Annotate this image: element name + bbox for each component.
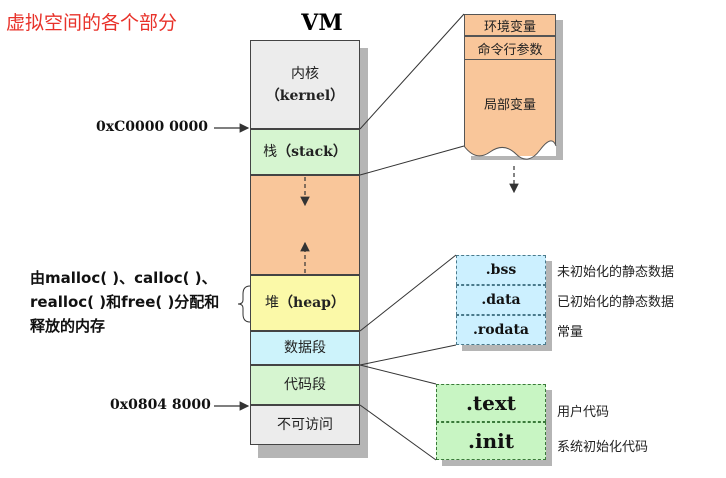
data-connector-bottom [359, 344, 457, 366]
segment-code: 代码段 [250, 365, 360, 405]
stack-detail-torn-line [463, 140, 557, 160]
segment-data-label: 数据段 [284, 340, 326, 356]
heap-note-line-1: 由malloc( )、calloc( )、 [30, 269, 217, 287]
vm-title: VM [301, 10, 343, 36]
data-section-data-desc: 已初始化的静态数据 [557, 295, 675, 310]
address-code-start: 0x0804 8000 [110, 397, 211, 413]
data-section-bss-desc: 未初始化的静态数据 [557, 265, 675, 280]
segment-heap: 堆（heap） [250, 275, 360, 331]
code-section-init-desc: 系统初始化代码 [557, 440, 649, 455]
segment-code-label: 代码段 [284, 377, 326, 393]
segment-kernel: 内核 （kernel） [250, 40, 360, 129]
address-kernel-start: 0xC0000 0000 [96, 119, 209, 135]
data-section-bss: .bss [456, 255, 546, 285]
data-section-data: .data [456, 285, 546, 315]
data-section-rodata-desc: 常量 [557, 325, 584, 340]
stack-connector-bottom [359, 145, 465, 176]
segment-heap-en: （heap） [279, 295, 345, 311]
code-section-text: .text [436, 384, 546, 422]
code-connector-top [359, 364, 437, 385]
segment-kernel-zh: 内核 [291, 65, 319, 82]
diagram-title: 虚拟空间的各个部分 [6, 12, 178, 34]
stack-connector-top [359, 13, 465, 130]
heap-note: 由malloc( )、calloc( )、 realloc( )和free( )… [30, 266, 240, 338]
stack-detail-locals-label: 局部变量 [483, 98, 536, 113]
code-section-text-desc: 用户代码 [557, 405, 610, 420]
heap-note-line-2: realloc( )和free( )分配和 [30, 293, 220, 311]
segment-kernel-en: （kernel） [265, 87, 345, 104]
segment-noaccess-label: 不可访问 [277, 417, 333, 433]
segment-stack: 栈（stack） [250, 129, 360, 175]
heap-note-brace [237, 285, 251, 323]
segment-noaccess: 不可访问 [250, 405, 360, 445]
stack-detail-args: 命令行参数 [464, 36, 556, 60]
stack-detail-env: 环境变量 [464, 14, 556, 36]
heap-note-line-3: 释放的内存 [30, 317, 106, 335]
segment-stack-zh: 栈 [263, 144, 278, 160]
code-section-init: .init [436, 422, 546, 460]
segment-data: 数据段 [250, 331, 360, 365]
code-connector-bottom [359, 404, 437, 461]
data-connector-top [359, 254, 457, 332]
segment-heap-zh: 堆 [265, 295, 280, 311]
stack-detail-locals: 局部变量 [464, 60, 556, 156]
data-section-rodata: .rodata [456, 315, 546, 345]
segment-stack-en: （stack） [277, 144, 347, 160]
